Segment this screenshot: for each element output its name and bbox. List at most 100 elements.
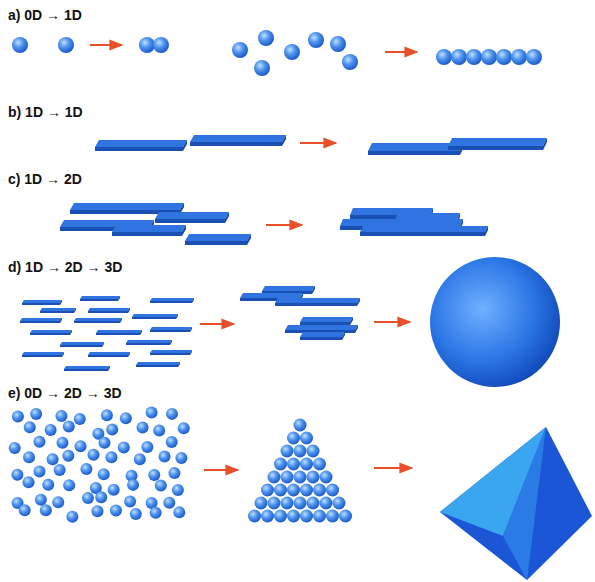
nanoparticle — [261, 510, 274, 523]
nanoparticle — [307, 471, 320, 484]
nanoparticle — [55, 410, 67, 422]
sphere-superstructure — [430, 257, 560, 387]
nanoparticle — [23, 476, 35, 488]
nanoparticle — [268, 497, 281, 510]
nanoparticle — [19, 504, 31, 516]
nanoparticle — [82, 492, 94, 504]
nanoparticle — [281, 445, 294, 458]
nanoplate — [262, 286, 315, 294]
nanoparticle — [130, 508, 142, 520]
nanoparticle — [34, 466, 46, 478]
nanoplate — [360, 226, 488, 236]
nanoparticle — [127, 479, 139, 491]
nanoparticle — [148, 469, 160, 481]
nanoparticle — [281, 471, 294, 484]
nanoparticle — [284, 44, 300, 60]
nanoparticle — [42, 479, 54, 491]
nanoparticle — [88, 449, 100, 461]
nanoparticle — [91, 505, 103, 517]
nanoparticle — [139, 37, 155, 53]
nanoparticle — [168, 467, 180, 479]
nanoparticle — [47, 453, 59, 465]
nanoparticle — [74, 413, 86, 425]
nanoparticle — [294, 419, 307, 432]
nanoplate — [112, 225, 186, 236]
nanoplate — [150, 350, 192, 355]
nanoparticle — [134, 453, 146, 465]
nanoparticle — [254, 60, 270, 76]
nanoparticle — [268, 471, 281, 484]
nanoparticle — [124, 496, 136, 508]
nanoplate — [22, 300, 62, 305]
nanoparticle — [313, 510, 326, 523]
nanoparticle — [451, 49, 467, 65]
octahedron — [440, 427, 592, 580]
nanoparticle — [511, 49, 527, 65]
nanoparticle — [232, 42, 248, 58]
nanoparticle — [33, 436, 45, 448]
nanoplate — [20, 318, 62, 323]
nanoplate — [150, 327, 192, 332]
nanoplate — [40, 308, 76, 313]
nanoparticle — [308, 32, 324, 48]
nanoparticle — [12, 37, 28, 53]
nanoparticle — [258, 30, 274, 46]
nanoplate — [64, 366, 110, 371]
nanoparticle — [173, 506, 185, 518]
panel-label: d) 1D → 2D → 3D — [8, 260, 122, 274]
nanoparticle — [339, 510, 352, 523]
nanoparticle — [287, 432, 300, 445]
nanoplate — [22, 352, 64, 357]
nanoparticle — [56, 437, 68, 449]
panel-label: b) 1D → 1D — [8, 105, 83, 119]
nanoparticle — [178, 422, 190, 434]
nanoparticle — [137, 422, 149, 434]
nanoplate — [275, 298, 360, 306]
nanoparticle — [106, 424, 118, 436]
nanoplate — [300, 332, 345, 340]
nanoparticle — [287, 484, 300, 497]
nanoparticles — [9, 30, 542, 523]
nanoplate — [74, 318, 122, 323]
nanoparticle — [526, 49, 542, 65]
nanoparticle — [118, 441, 130, 453]
process-arrow — [90, 45, 417, 470]
nanoplate — [95, 140, 187, 151]
nanoparticle — [436, 49, 452, 65]
nanoparticle — [466, 49, 482, 65]
panel-label: c) 1D → 2D — [8, 172, 82, 186]
nanoparticle — [261, 484, 274, 497]
nanoparticle — [120, 412, 132, 424]
nanoplate — [60, 342, 104, 347]
nanoparticle — [101, 409, 113, 421]
nanoparticle — [80, 463, 92, 475]
nanoparticle — [24, 421, 36, 433]
nanoplate — [126, 340, 172, 345]
nanoplate — [300, 317, 353, 325]
nanoparticle — [52, 496, 64, 508]
nanoparticle — [150, 507, 162, 519]
nanoparticle — [35, 494, 47, 506]
nanoparticle — [313, 484, 326, 497]
nanoplate — [448, 138, 547, 150]
nanoparticle — [300, 458, 313, 471]
nanoplate — [190, 135, 286, 146]
nanoplates — [20, 135, 547, 371]
nanoplate — [96, 330, 142, 335]
nanoparticle — [274, 458, 287, 471]
nanoparticle — [30, 408, 42, 420]
nanoparticle — [287, 510, 300, 523]
nanoparticle — [45, 424, 57, 436]
nanoparticle — [153, 37, 169, 53]
nanoparticle — [307, 445, 320, 458]
nanoparticle — [294, 497, 307, 510]
nanoparticle — [300, 510, 313, 523]
nanoplate — [285, 325, 358, 333]
nanoparticle — [274, 484, 287, 497]
nanoparticle — [110, 504, 122, 516]
nanoparticle — [63, 420, 75, 432]
nanoparticle — [108, 484, 120, 496]
nanoparticle — [99, 437, 111, 449]
nanoplate — [155, 212, 229, 223]
